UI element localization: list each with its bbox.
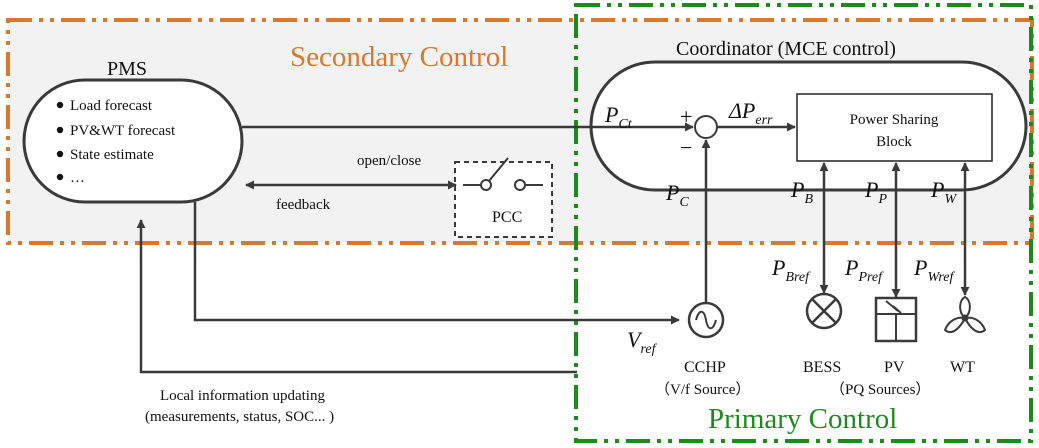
bess-label: BESS [803,359,841,376]
ac-source-icon[interactable] [687,301,725,339]
power-sharing-label-2: Block [876,134,912,150]
pv-label: PV [884,359,905,376]
secondary-control-title: Secondary Control [290,41,508,73]
pms-bullet-pvwt-forecast: PV&WT forecast [70,123,176,139]
local-info-line2: (measurements, status, SOC... ) [145,409,334,425]
cchp-sub-label: （V/f Source） [655,381,750,398]
signal-pw: PW [930,177,957,207]
pms-bullet-ellipsis: … [70,170,85,186]
wt-label: WT [950,359,975,376]
pcc-label: PCC [492,209,522,226]
plus-sign: + [680,104,692,129]
signal-pb: PB [790,177,813,207]
vref-arrow [193,202,680,325]
local-info-arrow [136,219,577,374]
bullet-dot [56,150,64,158]
bullet-dot [56,126,64,134]
signal-perr: ΔPerr [728,98,773,128]
feedback-label: feedback [276,197,331,213]
signal-pbref: PBref [771,255,811,285]
coordinator-title: Coordinator (MCE control) [676,38,896,60]
bullet-dot [56,101,64,109]
pms-title: PMS [107,58,147,80]
signal-ppref: PPref [844,255,884,285]
signal-pct: PCt [604,102,633,132]
open-close-label: open/close [357,153,421,169]
battery-icon[interactable] [805,292,843,330]
secondary-control-border [6,18,1034,245]
power-sharing-block[interactable] [796,93,993,162]
pv-panel-icon[interactable] [874,296,918,343]
pms-box[interactable] [22,78,244,204]
power-sharing-label-1: Power Sharing [850,112,939,128]
pms-bullet-list: Load forecast PV&WT forecast State estim… [56,98,176,186]
local-info-line1: Local information updating [160,388,325,404]
signal-pc: PC [665,180,689,210]
primary-control-border [574,3,1033,443]
switch-icon [463,157,543,191]
cchp-label: CCHP [684,359,726,376]
bullet-dot [56,173,64,181]
pms-bullet-load-forecast: Load forecast [70,98,153,114]
summing-junction [694,115,718,139]
signal-pp: PP [864,177,887,207]
minus-sign: − [680,135,692,160]
pms-bullet-state-estimate: State estimate [70,147,154,163]
signal-vref: Vref [627,327,658,357]
primary-control-title: Primary Control [708,403,897,435]
pq-sources-label: （PQ Sources） [830,381,930,398]
signal-pwref: PWref [913,255,955,285]
wind-turbine-icon[interactable] [943,295,987,334]
